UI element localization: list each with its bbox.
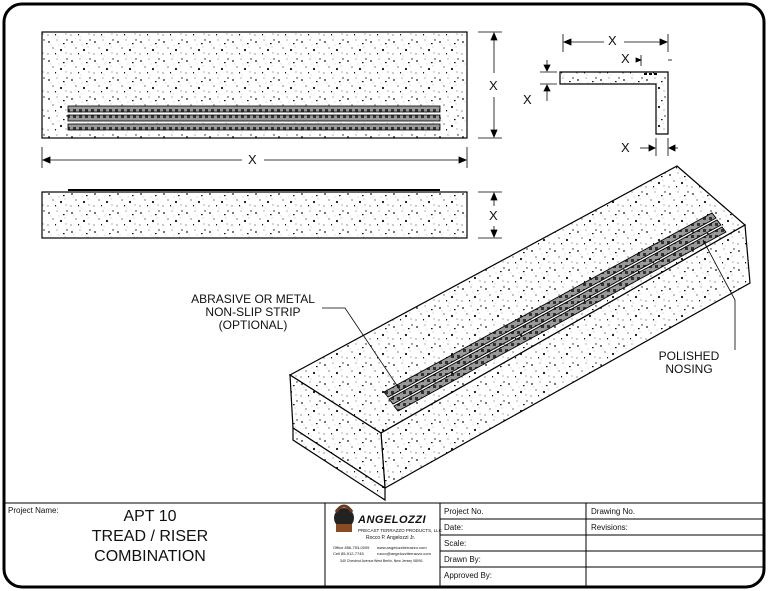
logo-cell-phone: Cell 85-912-7745 xyxy=(333,551,364,556)
callout-strip-line-1: ABRASIVE OR METAL xyxy=(191,292,315,306)
field-date: Date: xyxy=(444,523,464,532)
isometric-tread-riser xyxy=(288,165,751,502)
callout-leaders xyxy=(322,239,736,391)
logo-company-name: ANGELOZZI xyxy=(358,514,427,526)
callout-strip-line-3: (OPTIONAL) xyxy=(218,318,288,332)
logo-subtitle: PRECAST TERRAZZO PRODUCTS, LLC xyxy=(358,528,442,533)
front-view-riser xyxy=(41,191,468,239)
field-drawn-by: Drawn By: xyxy=(444,555,481,564)
project-name-label: Project Name: xyxy=(8,506,59,515)
top-view-strip-2 xyxy=(67,114,441,122)
logo-contact-right: www.angelozziterrazzo.com rocco@angelozz… xyxy=(377,545,431,557)
logo-contact-left: Office 856-753-0009 Cell 85-912-7745 xyxy=(333,545,369,557)
section-strip-marks xyxy=(644,73,657,75)
logo-email: rocco@angelozziterrazzo.com xyxy=(377,551,431,556)
top-view-tread xyxy=(41,31,468,139)
section-profile xyxy=(559,71,669,135)
top-view-strip-1 xyxy=(67,105,441,113)
dim-label-front-height: X xyxy=(489,208,498,223)
project-title-line-1: APT 10 xyxy=(123,508,177,525)
dim-label-section-small: X xyxy=(621,51,630,66)
top-view-strip-3 xyxy=(67,123,441,131)
project-title-line-3: COMBINATION xyxy=(94,548,206,565)
top-view-height-dimension xyxy=(478,31,502,139)
field-drawing-no: Drawing No. xyxy=(591,507,636,516)
dim-label-section-thickness: X xyxy=(523,92,532,107)
dim-label-top-width: X xyxy=(248,152,257,167)
callout-polished-nosing: POLISHED NOSING xyxy=(654,350,724,376)
logo-address-left: 340 Chestnut Avenue xyxy=(340,559,374,563)
field-scale: Scale: xyxy=(444,539,467,548)
logo-office-phone: Office 856-753-0009 xyxy=(333,545,370,550)
callout-nosing-line-1: POLISHED xyxy=(658,349,720,363)
callout-nonslip-strip: ABRASIVE OR METAL NON-SLIP STRIP (OPTION… xyxy=(184,293,322,332)
logo-person: Rocco P. Angelozzi Jr. xyxy=(366,535,416,541)
field-revisions: Revisions: xyxy=(591,523,628,532)
logo-helmet-icon xyxy=(334,504,354,532)
project-title-line-2: TREAD / RISER xyxy=(91,528,209,545)
dim-label-section-width: X xyxy=(608,33,617,48)
dim-label-top-height: X xyxy=(489,78,498,93)
callout-strip-line-2: NON-SLIP STRIP xyxy=(205,305,301,319)
dim-label-section-bottom: X xyxy=(621,140,630,155)
iso-strips xyxy=(383,212,727,412)
project-title: APT 10 TREAD / RISER COMBINATION xyxy=(70,507,230,567)
logo-website: www.angelozziterrazzo.com xyxy=(377,545,427,550)
front-view-height-dimension xyxy=(478,191,502,239)
field-approved-by: Approved By: xyxy=(444,571,493,580)
title-block-lines xyxy=(4,502,764,587)
top-view-width-dimension xyxy=(41,147,468,168)
callout-nosing-line-2: NOSING xyxy=(665,362,713,376)
iso-riser-face xyxy=(292,426,386,502)
field-project-no: Project No. xyxy=(444,507,484,516)
section-dimensions xyxy=(540,34,678,156)
logo-address-right: West Berlin, New Jersey 08091 xyxy=(374,559,423,563)
